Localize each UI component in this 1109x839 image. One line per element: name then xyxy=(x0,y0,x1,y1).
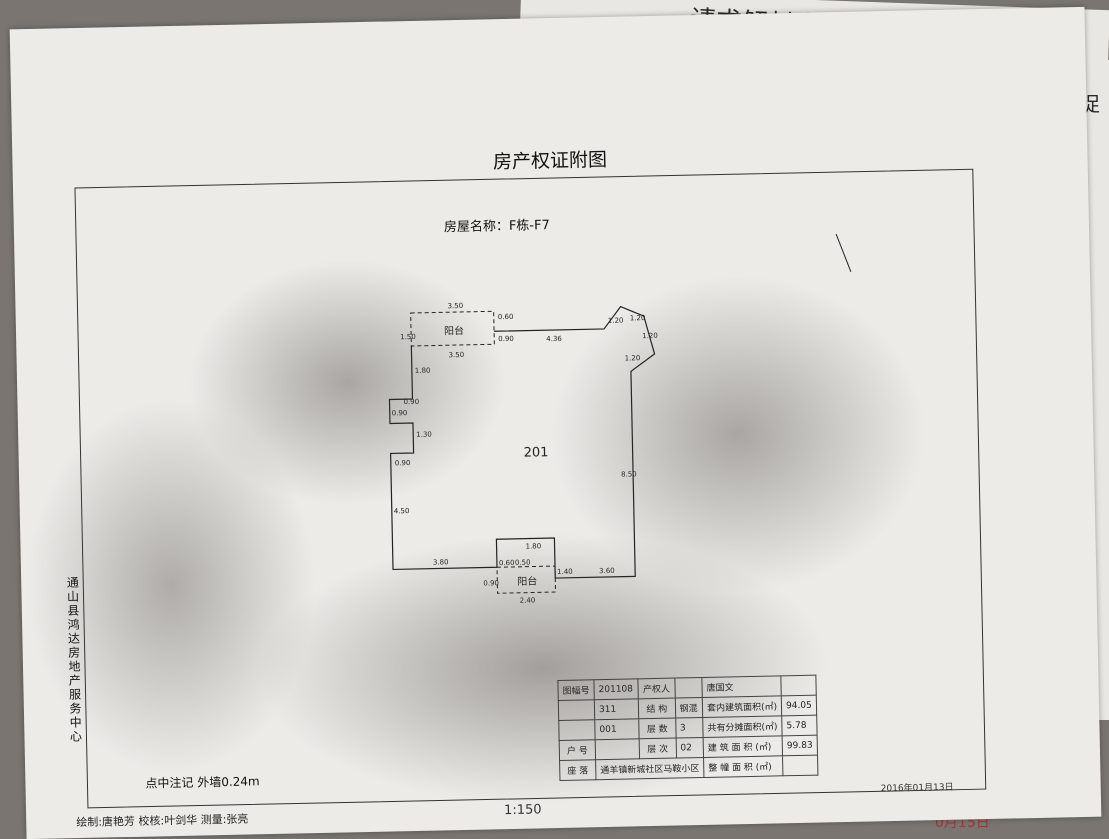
dim-label: 1.80 xyxy=(525,542,541,550)
dim-label: 4.50 xyxy=(394,507,410,515)
dim-label: 1.40 xyxy=(557,568,573,576)
table-cell xyxy=(674,677,703,699)
table-cell: 座 落 xyxy=(559,759,596,781)
table-cell xyxy=(595,738,640,760)
table-cell: 311 xyxy=(594,698,639,720)
vertical-organization-name: 通山县鸿达房地产服务中心 xyxy=(65,576,83,745)
dim-label: 0.90 xyxy=(403,398,419,406)
sheet-date: 2016年01月13日 xyxy=(880,782,954,795)
table-cell: 钢混 xyxy=(674,697,703,719)
dim-label: 0.50 xyxy=(515,559,531,567)
table-cell xyxy=(558,719,596,741)
dim-label: 1.80 xyxy=(415,367,431,375)
table-cell: 产权人 xyxy=(637,678,675,699)
drawing-frame xyxy=(74,168,987,809)
table-cell xyxy=(780,675,817,696)
room-number: 201 xyxy=(523,445,548,461)
floor-plan-drawing: 201 阳台 阳台 3.50 1.50 0.60 0.90 3.50 4.36 … xyxy=(74,168,987,809)
dim-label: 0.90 xyxy=(498,335,514,343)
dim-label: 0.90 xyxy=(483,579,499,587)
table-cell: 02 xyxy=(675,737,704,759)
dim-label: 1.50 xyxy=(400,333,416,341)
dim-label: 3.50 xyxy=(447,302,463,310)
table-cell: 结 构 xyxy=(638,698,676,719)
table-cell: 001 xyxy=(594,718,640,740)
table-cell: 3 xyxy=(675,717,704,739)
table-cell: 201108 xyxy=(593,678,639,700)
table-cell: 整 幢 面 积 (㎡) xyxy=(703,755,784,778)
dim-label: 0.60 xyxy=(499,559,515,567)
sheet-scale: 1:150 xyxy=(503,802,542,819)
wall-note: 点中注记 外墙0.24m xyxy=(145,774,260,791)
property-info-table: 图幅号 201108 产权人 唐国文 311 结 构 钢混 套内建筑面积(㎡) … xyxy=(557,675,818,781)
table-cell: 建 筑 面 积 (㎡) xyxy=(703,735,783,758)
dim-label: 3.80 xyxy=(433,558,449,566)
table-cell: 共有分摊面积(㎡) xyxy=(702,715,783,738)
table-cell: 户 号 xyxy=(559,739,596,761)
dim-label: 8.50 xyxy=(621,470,637,478)
table-cell: 唐国文 xyxy=(701,675,782,698)
property-certificate-sheet: 房产权证附图 房屋名称：F栋-F7 201 阳台 阳台 3.50 1.50 0.… xyxy=(9,6,1102,839)
top-balcony xyxy=(410,310,495,347)
table-cell: 通羊镇新城社区马鞍小区 xyxy=(595,757,704,780)
dim-label: 1.20 xyxy=(642,332,658,340)
dim-label: 3.60 xyxy=(599,567,615,575)
table-cell: 5.78 xyxy=(781,715,817,736)
table-cell: 层 次 xyxy=(639,738,677,759)
table-cell: 94.05 xyxy=(781,695,817,716)
dim-label: 1.20 xyxy=(625,354,641,362)
dim-label: 0.60 xyxy=(498,313,514,321)
table-cell: 层 数 xyxy=(638,718,676,739)
table-cell xyxy=(558,699,595,721)
dim-label: 1.20 xyxy=(630,314,646,322)
dim-label: 0.90 xyxy=(392,409,408,417)
dim-label: 3.50 xyxy=(448,351,464,359)
table-cell xyxy=(782,755,818,776)
dim-label: 4.36 xyxy=(546,335,562,343)
dim-label: 0.90 xyxy=(395,459,411,467)
dim-label: 1.30 xyxy=(416,431,432,439)
bottom-balcony xyxy=(496,565,557,594)
north-arrow-icon xyxy=(835,233,852,272)
dim-label: 2.40 xyxy=(520,596,536,604)
table-cell: 99.83 xyxy=(782,735,818,756)
top-balcony-label: 阳台 xyxy=(444,324,464,337)
table-cell: 套内建筑面积(㎡) xyxy=(702,695,782,718)
building-outline xyxy=(388,305,656,579)
dim-label: 1.20 xyxy=(608,317,624,325)
bottom-balcony-label: 阳台 xyxy=(517,574,537,587)
table-cell: 图幅号 xyxy=(557,679,595,701)
